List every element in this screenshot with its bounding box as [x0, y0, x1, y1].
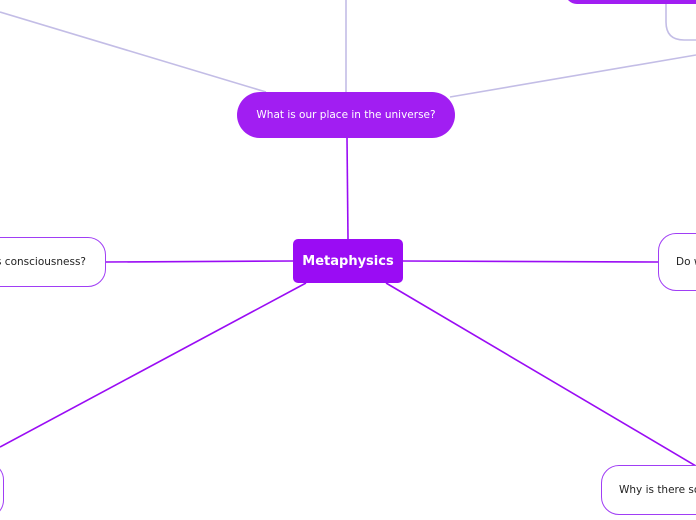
link-place-to-topleft — [0, 11, 267, 93]
topic-node-why-something[interactable]: Why is there so — [601, 465, 696, 515]
topic-label: Why is there so — [619, 484, 696, 496]
link-root-to-something — [385, 282, 696, 467]
topic-node-place-in-universe[interactable]: What is our place in the universe? — [237, 92, 455, 138]
link-root-to-right — [402, 260, 659, 263]
link-topright-branch — [665, 4, 696, 41]
link-root-to-consciousness — [105, 260, 294, 263]
topic-node-right[interactable]: Do w — [658, 233, 696, 291]
topic-node-consciousness[interactable]: s consciousness? — [0, 237, 106, 287]
root-label: Metaphysics — [302, 253, 394, 269]
link-root-to-place — [346, 137, 349, 240]
root-node-metaphysics[interactable]: Metaphysics — [293, 239, 403, 283]
topic-label: What is our place in the universe? — [256, 109, 436, 121]
link-place-to-right — [449, 54, 696, 98]
topic-label: Do w — [676, 256, 696, 268]
link-root-to-bottomleft — [0, 282, 307, 448]
topic-node-top-right[interactable] — [565, 0, 696, 4]
topic-label: s consciousness? — [0, 256, 86, 268]
